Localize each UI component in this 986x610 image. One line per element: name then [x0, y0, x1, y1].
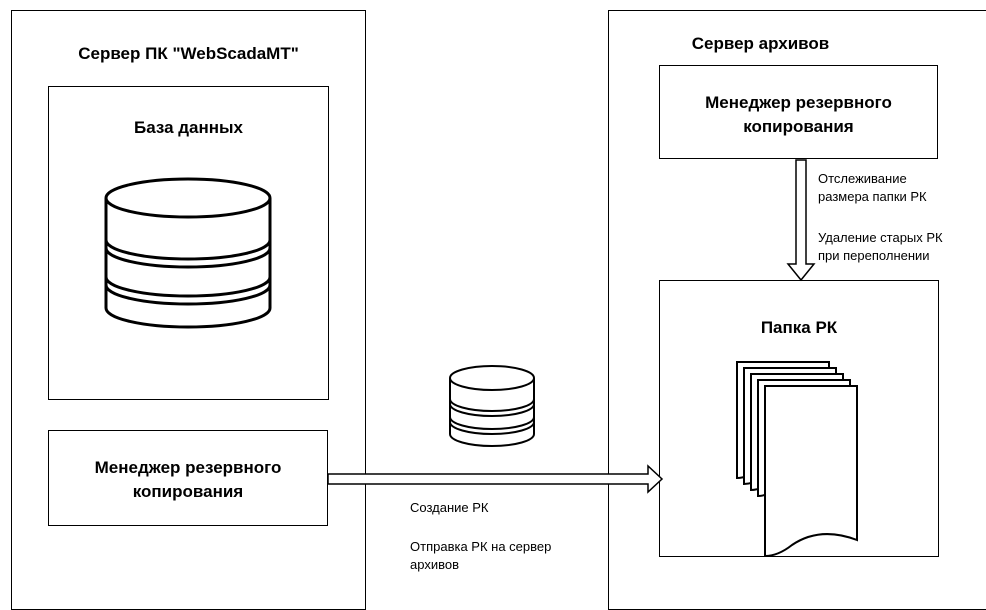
right-server-title: Сервер архивов	[691, 34, 830, 53]
right-backup-manager-line1: Менеджер резервного	[705, 93, 892, 112]
database-box	[48, 86, 329, 400]
monitor-note-line1: Отслеживание	[818, 171, 907, 186]
create-note: Создание РК	[410, 500, 489, 515]
left-server-title: Сервер ПК "WebScadaMT"	[78, 44, 299, 63]
send-note-line1: Отправка РК на сервер	[410, 539, 552, 554]
send-note-line2: архивов	[410, 557, 459, 572]
monitor-arrow-icon	[786, 159, 816, 282]
delete-note-line1: Удаление старых РК	[818, 230, 943, 245]
left-backup-manager	[48, 430, 328, 526]
database-icon	[104, 177, 272, 329]
right-backup-manager-line2: копирования	[743, 117, 854, 136]
monitor-note-line2: размера папки РК	[818, 189, 927, 204]
right-backup-manager	[659, 65, 938, 159]
left-backup-manager-line1: Менеджер резервного	[94, 458, 282, 477]
document-stack-icon	[736, 361, 858, 558]
left-backup-manager-line2: копирования	[132, 482, 244, 501]
backup-database-icon	[449, 365, 535, 447]
send-arrow-icon	[327, 464, 664, 494]
delete-note-line2: при переполнении	[818, 248, 930, 263]
folder-title: Папка РК	[760, 318, 838, 337]
database-title: База данных	[133, 118, 244, 137]
